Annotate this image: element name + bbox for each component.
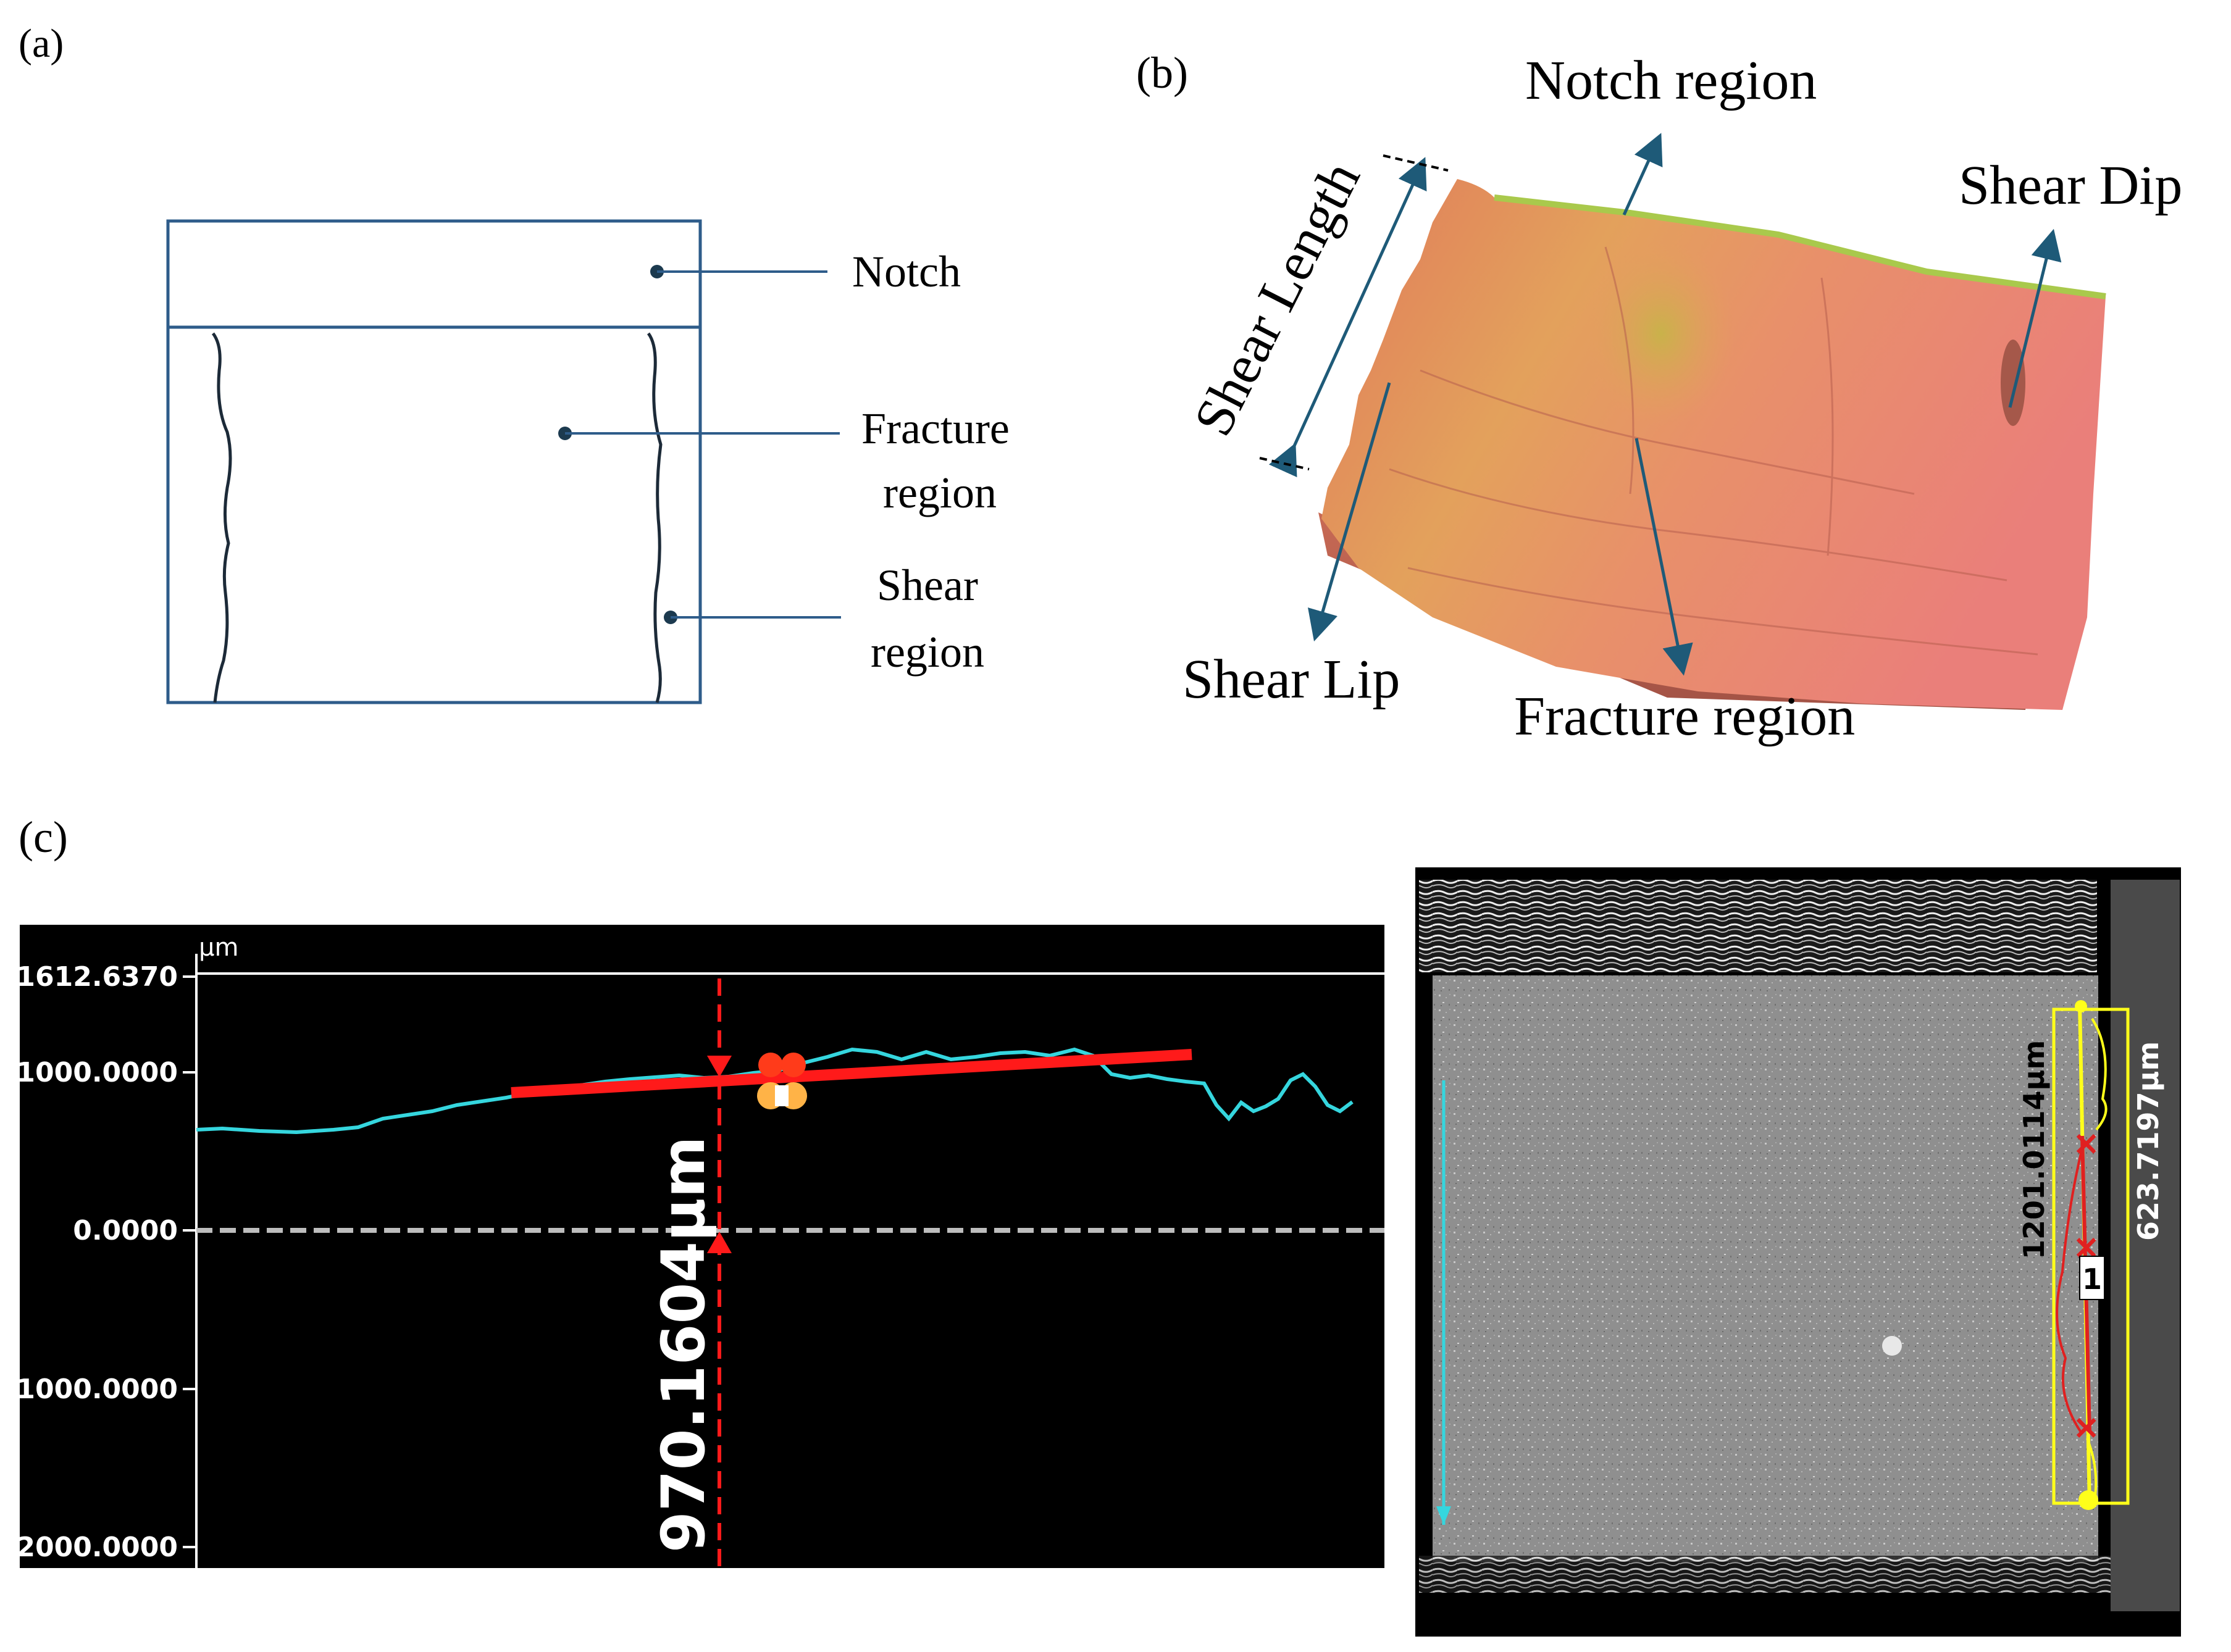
shear-length-arrow	[1268, 157, 1427, 478]
marker-label: 1	[2082, 1262, 2102, 1296]
measurement-label: 970.1604μm	[649, 1136, 718, 1553]
right-gray-strip	[2111, 880, 2180, 1611]
shear-label-2: region	[871, 627, 984, 677]
y-tick-3: 0.0000	[73, 1215, 196, 1246]
shear-dimple	[1587, 241, 1735, 426]
shear-length-tick-top	[1383, 154, 1449, 172]
y-tick-label-3: 0.0000	[73, 1215, 178, 1246]
measurement-arrow-top	[707, 1056, 732, 1077]
surface-profile-line	[196, 1047, 1354, 1135]
y-tick-2: 1000.0000	[16, 1057, 196, 1088]
fracture-region-arrow	[1635, 438, 1693, 676]
profile-unit-label: μm	[199, 933, 238, 962]
shear-dip-label: Shear Dip	[1959, 155, 2182, 216]
rough-top-band	[1419, 880, 2097, 972]
fracture-surface	[1321, 179, 2106, 710]
shear-length-tick-bottom	[1259, 457, 1310, 470]
shear-dip-mark	[2001, 340, 2025, 426]
surface-texture	[1389, 246, 2038, 656]
micrograph: × × × 1 1201.0114μm 623.7197μm	[1415, 867, 2181, 1637]
marker-box	[2079, 1256, 2105, 1300]
right-shear-boundary	[647, 332, 663, 703]
y-tick-label-1: 1612.6370	[16, 961, 178, 993]
profile-background	[20, 925, 1384, 1568]
linear-fit-line	[511, 1049, 1192, 1098]
shear-label-1: Shear	[877, 561, 978, 610]
fracture-label-1: Fracture	[861, 404, 1010, 453]
cursor-marker	[757, 1053, 807, 1109]
y-tick-label-2: 1000.0000	[16, 1057, 178, 1088]
cross-marker-1: ×	[2072, 1124, 2100, 1162]
rough-bottom-band	[1419, 1556, 2111, 1593]
notch-rect	[166, 219, 702, 329]
y-tick-5: -2000.0000	[5, 1532, 196, 1563]
profile-plot: μm 1612.6370 1000.0000 0.0000 -1000.0000…	[5, 925, 1384, 1568]
shear-dip-arrow	[2008, 228, 2062, 408]
notch-edge	[1494, 194, 2106, 299]
endpoint-bottom	[2078, 1490, 2098, 1510]
panel-c: (c) μm 1612.6370 1000.0000 0.0000 -1000.…	[5, 812, 2181, 1637]
inclusion-spot	[1882, 1336, 1902, 1356]
y-tick-label-4: -1000.0000	[5, 1374, 178, 1405]
y-tick-4: -1000.0000	[5, 1374, 196, 1405]
notch-label: Notch	[852, 247, 961, 296]
length-label: 1201.0114μm	[2017, 1040, 2051, 1259]
width-label: 623.7197μm	[2132, 1041, 2165, 1241]
notch-arrow	[1622, 133, 1663, 216]
fracture-label-2: region	[883, 468, 997, 517]
panel-a-tag: (a)	[19, 21, 64, 66]
endpoint-top	[2075, 1000, 2087, 1012]
fracture-region-label: Fracture region	[1514, 686, 1855, 747]
panel-b: (b) Notch region Shear Dip Shear Length …	[1136, 48, 2182, 747]
cross-marker-3: ×	[2072, 1408, 2100, 1446]
red-profile-trace	[2056, 1148, 2083, 1433]
left-shear-boundary	[211, 332, 232, 703]
shear-length-label: Shear Length	[1182, 152, 1372, 445]
specimen-rect	[166, 325, 702, 704]
shear-lip-label: Shear Lip	[1182, 649, 1400, 710]
notch-region-label: Notch region	[1525, 50, 1817, 111]
panel-c-tag: (c)	[19, 812, 68, 862]
shear-lip-arrow	[1307, 382, 1391, 642]
y-tick-label-5: -2000.0000	[5, 1532, 178, 1563]
cyan-trace-arrow	[1436, 1506, 1451, 1525]
fracture-surface-image	[1433, 975, 2098, 1562]
panel-b-tag: (b)	[1136, 48, 1188, 98]
measurement-arrow-bottom	[707, 1232, 732, 1253]
panel-a: (a) Notch Fracture region Shear region	[19, 21, 1010, 704]
y-tick-1: 1612.6370	[16, 961, 196, 993]
